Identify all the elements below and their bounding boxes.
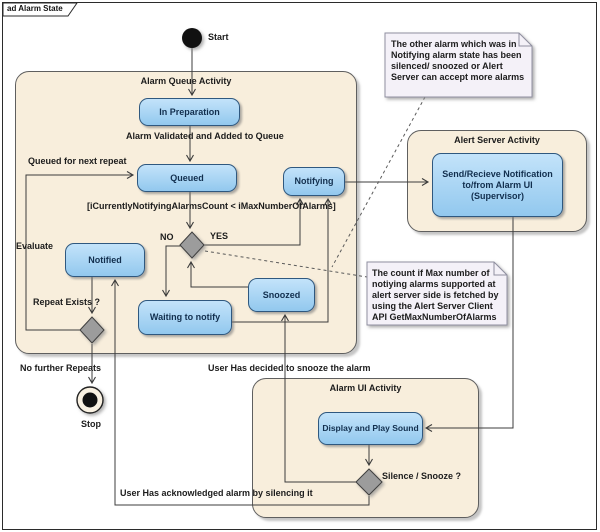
decision-max-alarms[interactable] [179,231,205,259]
stop-label: Stop [81,419,101,429]
state-send-receive-notification[interactable]: Send/Recieve Notification to/from Alarm … [432,153,563,217]
label-user-snooze: User Has decided to snooze the alarm [208,363,371,373]
note1-shape[interactable] [384,32,533,98]
label-queued-next-repeat: Queued for next repeat [28,156,127,166]
edge-decision-no-to-waiting [162,245,181,298]
state-in-preparation[interactable]: In Preparation [139,98,240,126]
note2-fold-corner [493,262,507,276]
label-yes: YES [210,231,229,241]
note1-fold-corner [518,33,532,47]
edge-send-receive-to-display [424,217,514,432]
note1-text: The other alarm which was in Notifying a… [391,39,525,82]
edge-silence-to-notified [111,278,370,506]
frame-tab [2,2,78,17]
state-display-and-play-sound[interactable]: Display and Play Sound [318,412,423,445]
state-snoozed[interactable]: Snoozed [248,278,315,312]
edge-repeat-decision-to-queued [25,171,135,331]
container-title: Alarm Queue Activity [140,76,232,86]
decision-repeat-exists[interactable] [79,316,105,344]
label-repeat-exists: Repeat Exists ? [33,297,101,307]
state-notifying[interactable]: Notifying [283,167,345,196]
note2-connector [204,250,368,278]
container-title: Alert Server Activity [454,135,540,145]
container-alarm-ui-activity[interactable]: Alarm UI Activity [252,378,479,518]
edge-decision-yes-to-notifying [203,197,304,246]
start-node[interactable] [182,28,202,48]
note2-shape[interactable] [366,261,508,326]
decision-silence-snooze[interactable] [355,468,383,496]
label-evaluate: Evaluate [16,241,54,251]
edge-snooze-to-snoozed [281,313,356,483]
note1-connector [331,96,426,268]
label-no: NO [160,232,174,242]
label-no-further-repeats: No further Repeats [20,363,102,373]
note2-text: The count if Max number of notiying alar… [372,268,499,322]
edge-waiting-to-notifying [232,197,332,323]
state-waiting-to-notify[interactable]: Waiting to notify [138,300,232,335]
state-notified[interactable]: Notified [65,243,145,277]
label-guard-max-alarms: [iCurrentlyNotifyingAlarmsCount < iMaxNu… [87,201,336,211]
edge-snoozed-to-decision [187,260,248,288]
label-user-silence: User Has acknowledged alarm by silencing… [120,488,313,498]
frame-tab-label: ad Alarm State [7,4,63,13]
stop-node[interactable] [82,392,98,408]
start-label: Start [208,32,229,42]
state-queued[interactable]: Queued [137,164,237,192]
label-silence-snooze: Silence / Snooze ? [382,471,462,481]
label-alarm-validated: Alarm Validated and Added to Queue [126,131,284,141]
container-title: Alarm UI Activity [329,383,402,393]
